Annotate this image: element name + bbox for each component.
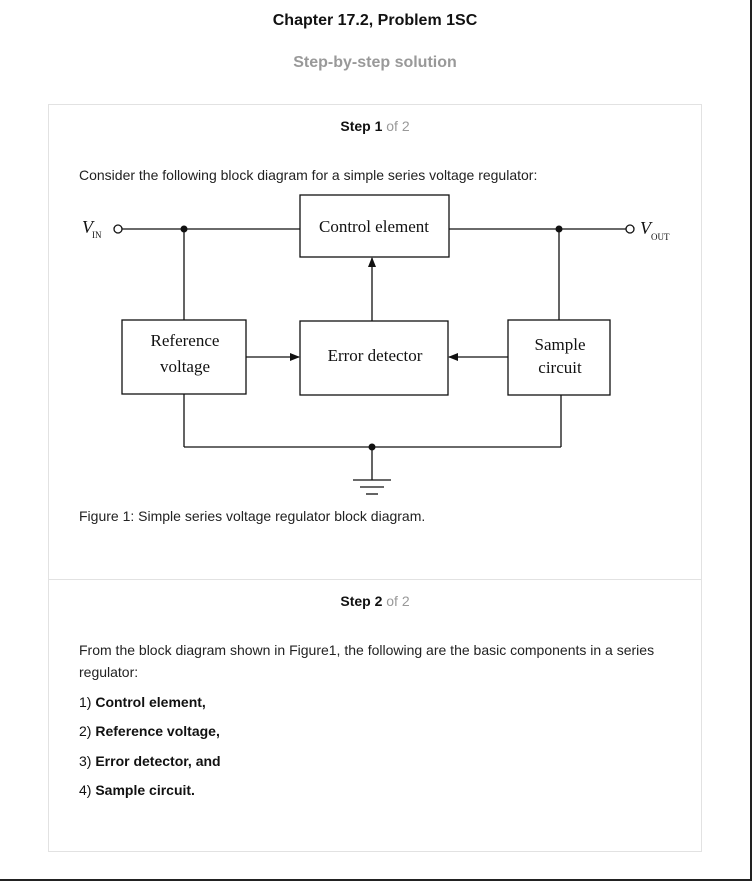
vin-label-main: V (82, 217, 95, 237)
step-1-of: of 2 (386, 118, 410, 134)
vin-terminal (113, 224, 123, 234)
step-divider (48, 579, 702, 580)
junction-dot-right (555, 225, 563, 233)
list-item-number: 3) (79, 753, 92, 769)
vin-label-sub: IN (92, 230, 102, 240)
list-item: 3) Error detector, and (79, 753, 221, 769)
step-2-intro: From the block diagram shown in Figure1,… (79, 642, 655, 680)
sample-label-line2: circuit (538, 358, 582, 377)
step-2-header: Step 2 of 2 (0, 593, 750, 609)
list-item-text: Error detector, and (95, 753, 221, 769)
junction-dot-left (180, 225, 188, 233)
reference-label-line2: voltage (160, 357, 210, 376)
list-item-number: 4) (79, 782, 92, 798)
control-element-label: Control element (319, 217, 429, 236)
list-item-text: Control element, (95, 694, 206, 710)
list-item-number: 1) (79, 694, 92, 710)
vout-label-main: V (640, 218, 653, 238)
list-item: 2) Reference voltage, (79, 723, 220, 739)
frame-border-right (750, 0, 752, 881)
list-item: 4) Sample circuit. (79, 782, 195, 798)
vout-terminal (625, 224, 635, 234)
error-detector-label: Error detector (328, 346, 423, 365)
junction-dot-ground (368, 443, 376, 451)
regulator-block-diagram: V IN V OUT Control element Reference vol… (82, 194, 670, 495)
list-item: 1) Control element, (79, 694, 206, 710)
frame-border-bottom (0, 879, 752, 881)
sample-label-line1: Sample (535, 335, 586, 354)
step-2-of: of 2 (386, 593, 410, 609)
list-item-text: Sample circuit. (95, 782, 195, 798)
list-item-number: 2) (79, 723, 92, 739)
page-subtitle: Step-by-step solution (293, 54, 457, 71)
step-1-label: Step 1 (340, 118, 383, 134)
figure-caption: Figure 1: Simple series voltage regulato… (79, 508, 426, 524)
page-title: Chapter 17.2, Problem 1SC (272, 12, 478, 29)
list-item-text: Reference voltage, (95, 723, 220, 739)
vout-label-sub: OUT (651, 232, 670, 242)
step-2-label: Step 2 (340, 593, 383, 609)
step-1-intro: Consider the following block diagram for… (79, 167, 538, 183)
solution-card (48, 104, 702, 852)
step-1-header: Step 1 of 2 (0, 118, 750, 134)
reference-label-line1: Reference (151, 331, 220, 350)
